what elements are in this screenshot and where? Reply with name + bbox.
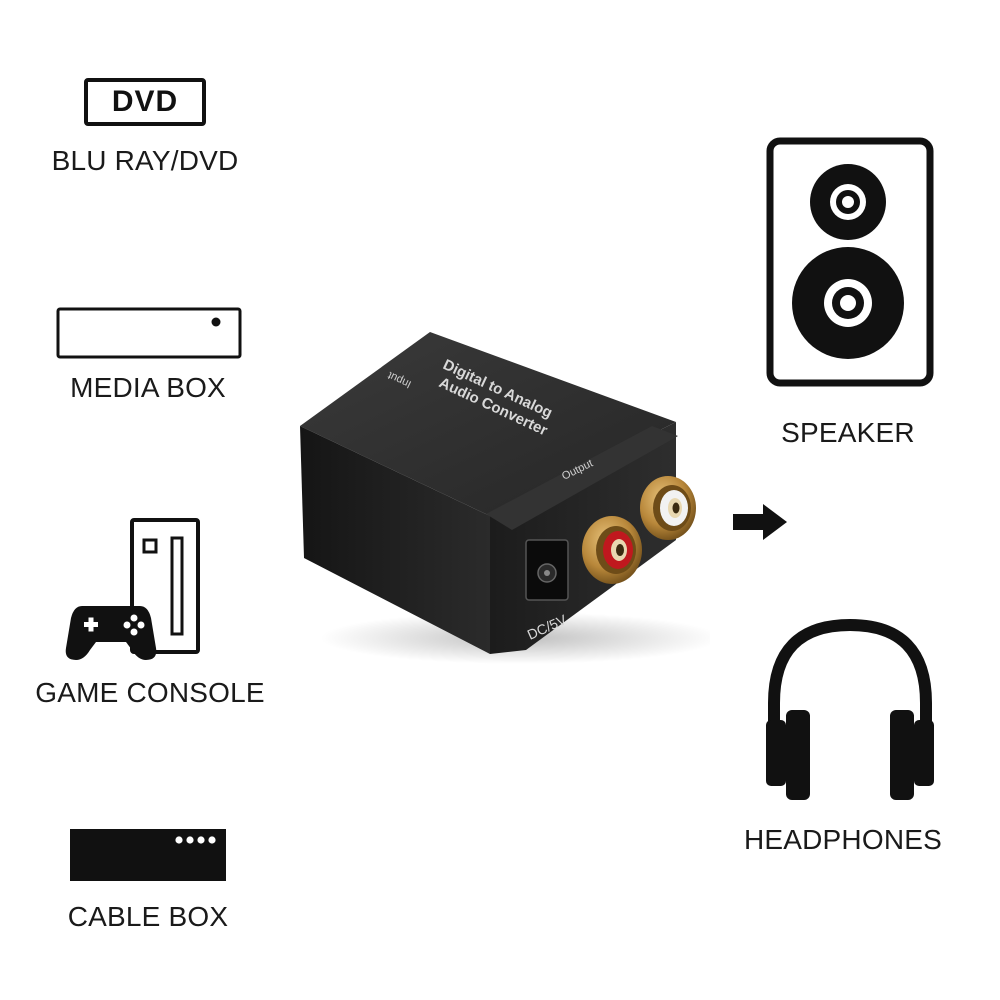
game-console-label: GAME CONSOLE — [35, 677, 265, 708]
headphones-label: HEADPHONES — [743, 824, 943, 855]
rca-output-left — [582, 516, 642, 584]
rca-output-right — [640, 476, 696, 540]
dvd-icon: DVD — [84, 78, 206, 126]
speaker-label: SPEAKER — [781, 417, 915, 448]
converter-device: Digital to Analog Audio Converter Input … — [290, 318, 710, 668]
dc-power-jack — [525, 539, 569, 601]
media-box-label: MEDIA BOX — [70, 372, 226, 403]
blu-ray-dvd-label: BLU RAY/DVD — [51, 145, 239, 176]
speaker-icon — [766, 137, 934, 387]
arrow-right-icon — [733, 502, 789, 542]
cable-box-label: CABLE BOX — [67, 901, 229, 932]
dvd-icon-text: DVD — [111, 85, 179, 118]
headphones-icon — [760, 615, 940, 805]
media-box-icon — [56, 307, 242, 359]
game-console-icon — [64, 516, 206, 664]
cable-box-icon — [70, 829, 226, 881]
